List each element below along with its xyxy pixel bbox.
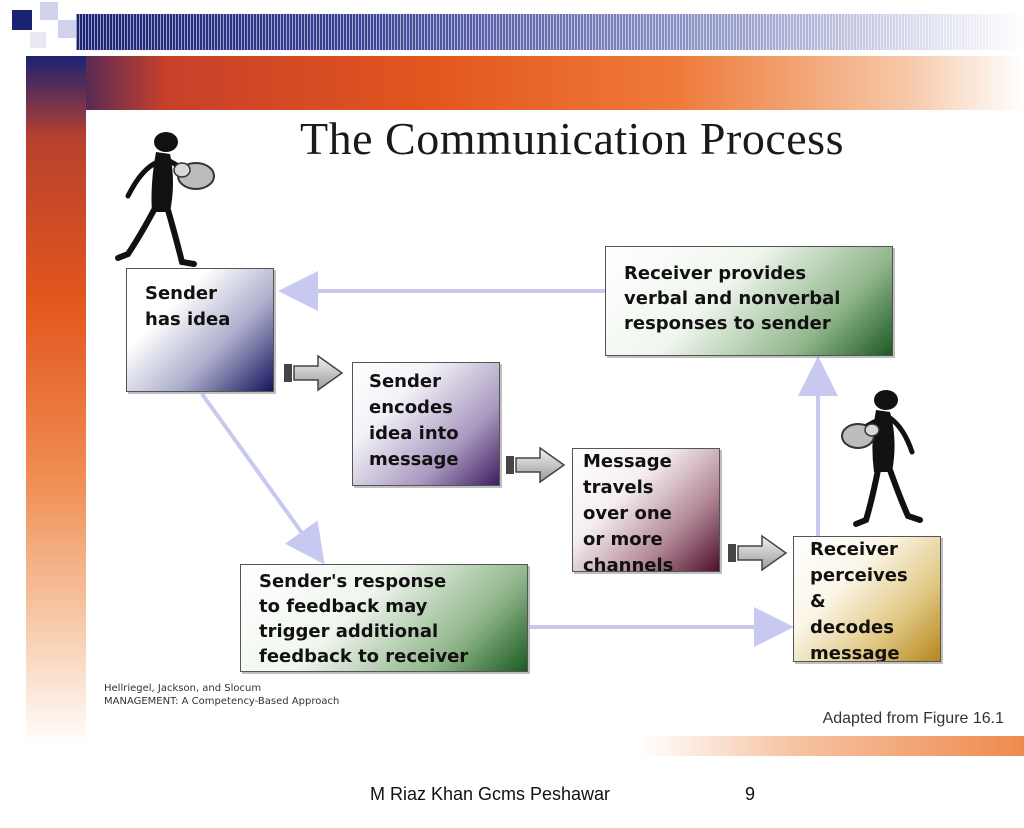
corner-square-light xyxy=(40,2,58,20)
side-gradient-band xyxy=(26,56,86,746)
box-sender-response: Sender's response to feedback may trigge… xyxy=(240,564,528,672)
bottom-gradient-band xyxy=(640,736,1024,756)
box-receiver-provides: Receiver provides verbal and nonverbal r… xyxy=(605,246,893,356)
page-title: The Communication Process xyxy=(300,113,844,164)
citation-authors: Hellriegel, Jackson, and Slocum xyxy=(104,683,262,694)
header-gradient-band xyxy=(26,56,1024,110)
citation-book-title: MANAGEMENT: A Competency-Based Approach xyxy=(104,696,340,707)
box-sender-has-idea: Sender has idea xyxy=(126,268,274,392)
corner-square-light xyxy=(58,20,76,38)
adapted-from-note: Adapted from Figure 16.1 xyxy=(822,710,1004,727)
box-text: Receiver provides verbal and nonverbal r… xyxy=(624,263,841,334)
box-message-travels: Message travels over one or more channel… xyxy=(572,448,720,572)
box-sender-encodes: Sender encodes idea into message xyxy=(352,362,500,486)
box-text: Sender has idea xyxy=(145,283,231,330)
page-number: 9 xyxy=(744,784,755,804)
source-citation: Hellriegel, Jackson, and Slocum MANAGEME… xyxy=(104,682,464,708)
corner-square-dark xyxy=(12,10,32,30)
corner-square-light xyxy=(30,32,46,48)
footer-author: M Riaz Khan Gcms Peshawar xyxy=(369,784,611,804)
box-text: Sender encodes idea into message xyxy=(369,371,459,470)
box-receiver-perceives: Receiver perceives & decodes message xyxy=(793,536,941,662)
box-text: Receiver perceives & decodes message xyxy=(810,539,908,662)
box-text: Sender's response to feedback may trigge… xyxy=(259,571,469,667)
box-text: Message travels over one or more channel… xyxy=(583,451,674,572)
header-stripe-bar xyxy=(76,14,1024,50)
